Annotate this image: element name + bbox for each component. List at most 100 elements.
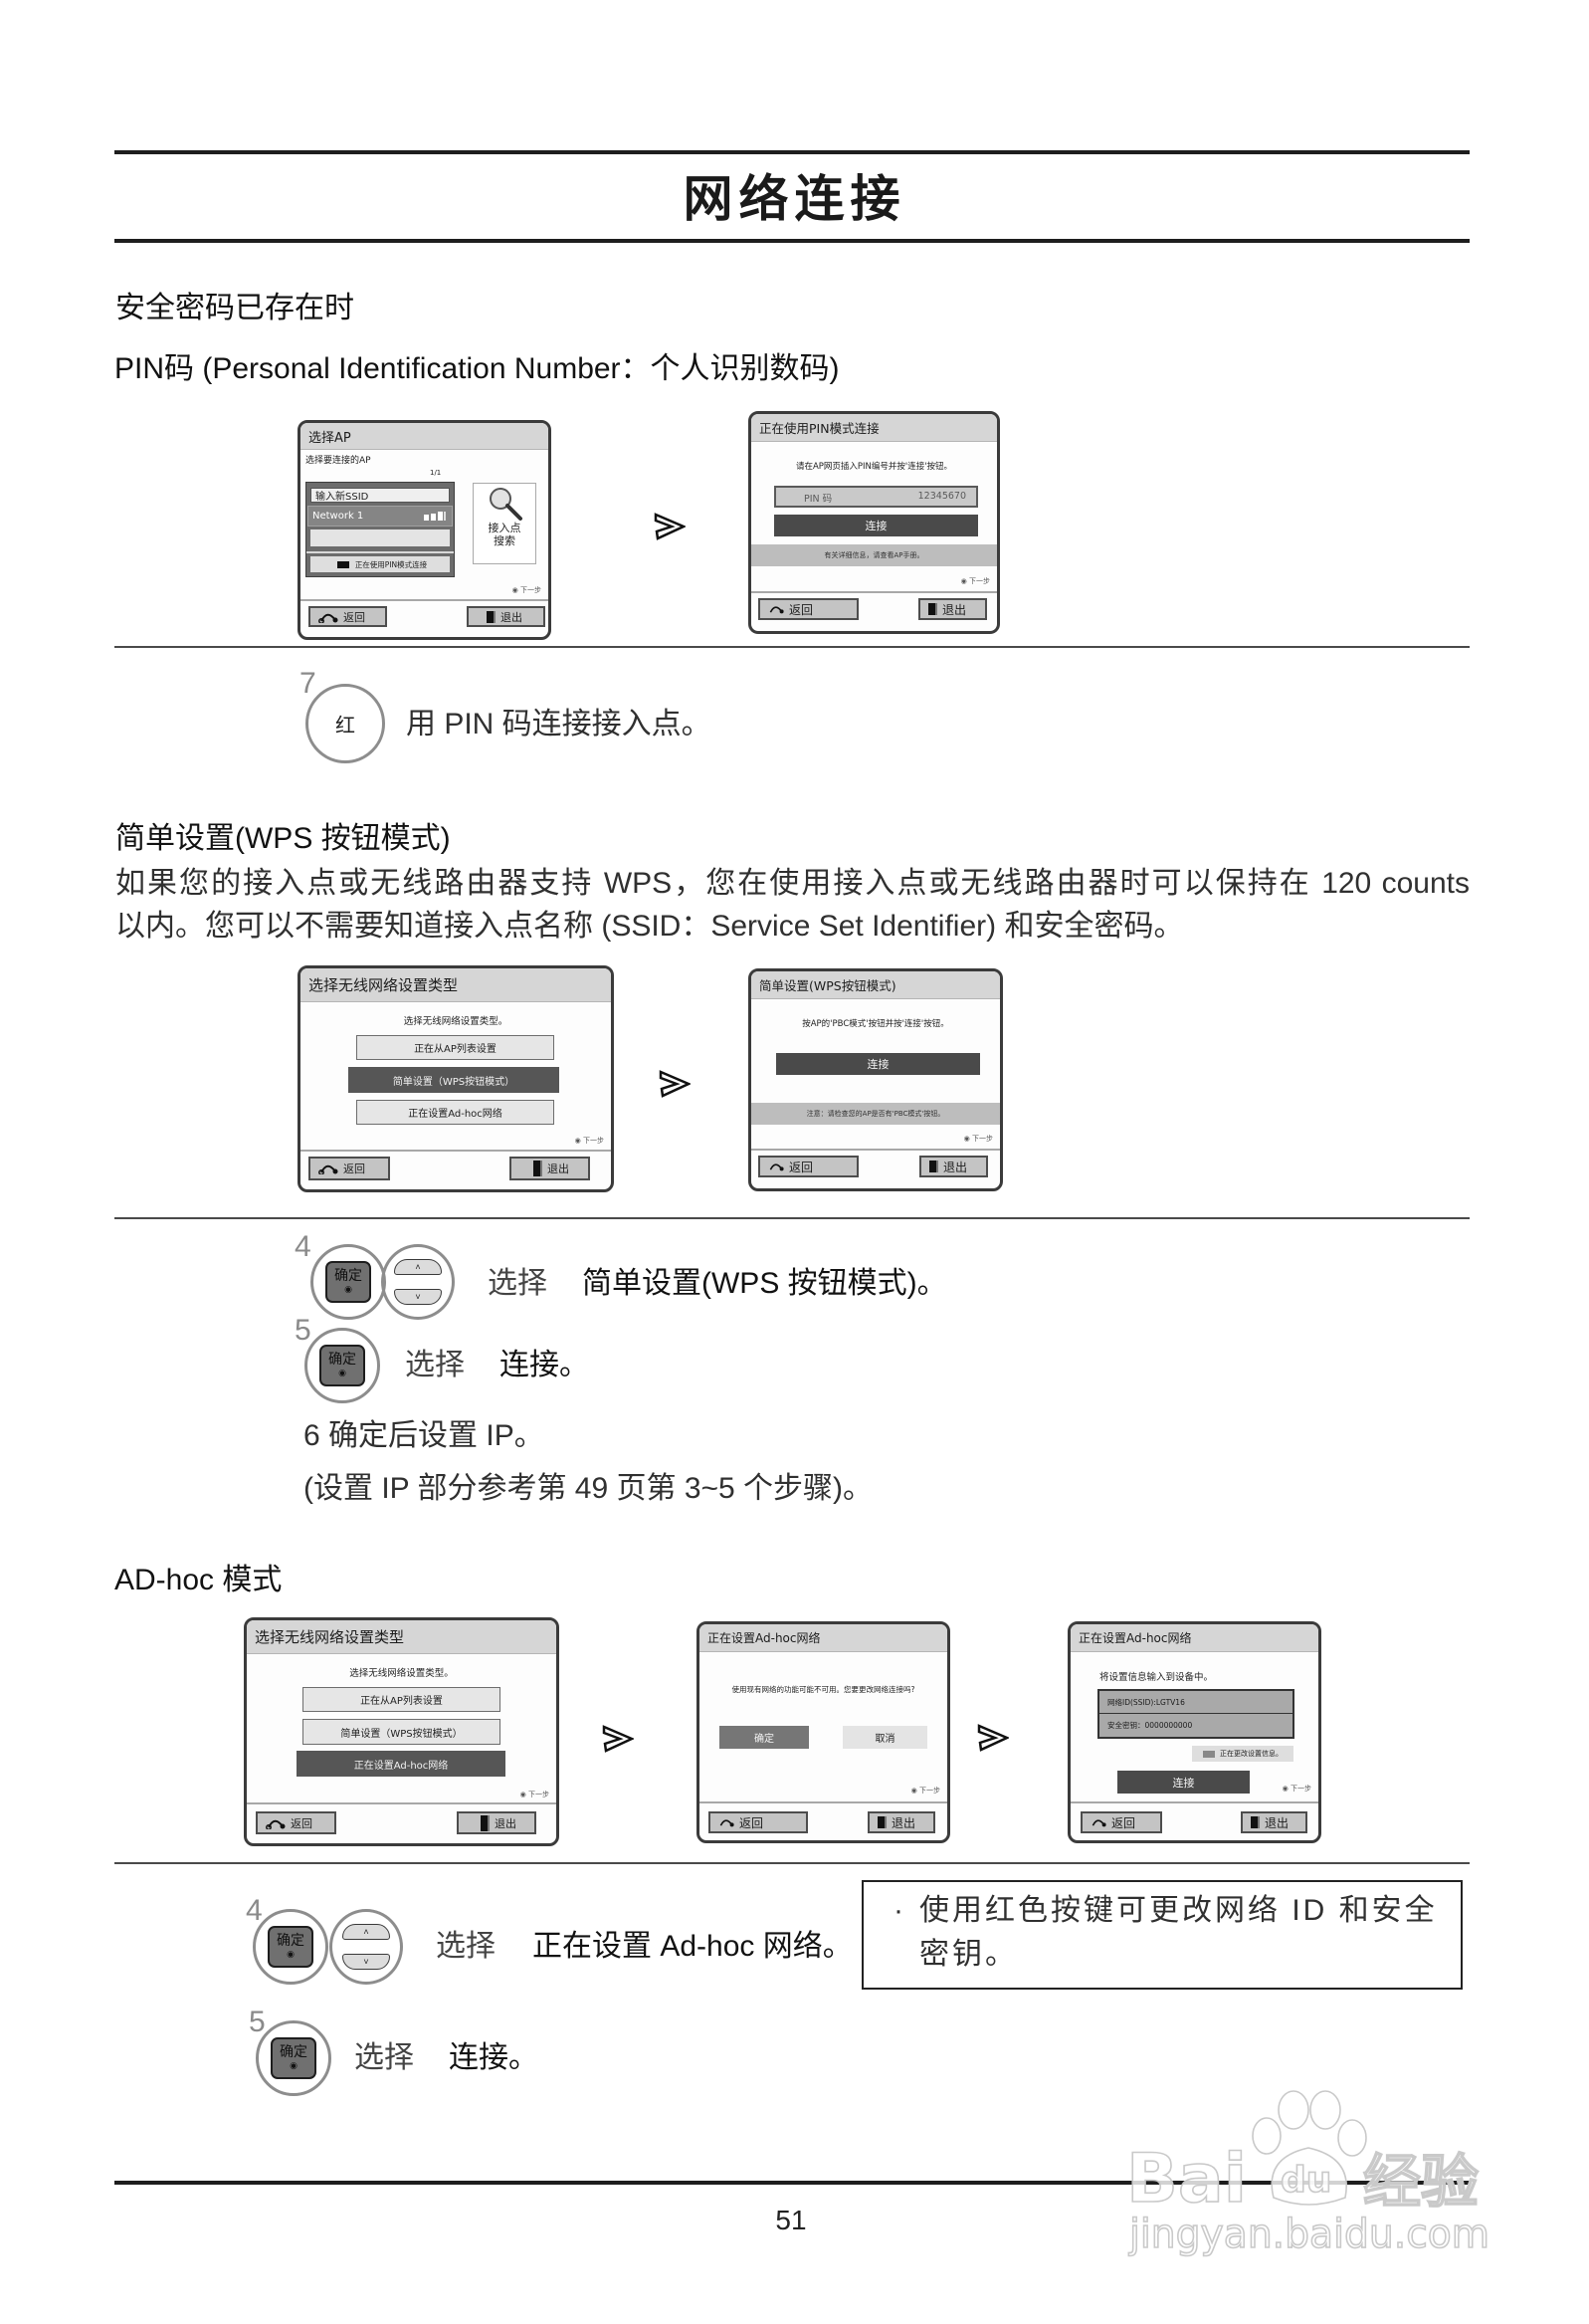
section-divider <box>114 1217 1470 1219</box>
back-button[interactable]: 返回 <box>708 1811 808 1833</box>
signal-strength-icon <box>424 512 446 521</box>
note-bullet: · <box>894 1894 903 1927</box>
exit-label: 退出 <box>500 610 522 624</box>
up-arrow-icon: ˄ <box>394 1259 442 1275</box>
up-down-key-ring: ˄ ˅ <box>329 1909 403 1985</box>
ok-key-dot-icon: ◉ <box>338 1369 346 1378</box>
paw-toe-icon <box>1337 2119 1367 2157</box>
step6-line-2: (设置 IP 部分参考第 49 页第 3~5 个步骤)。 <box>303 1472 874 1505</box>
watermark-brand-paw: du <box>1281 2160 1331 2201</box>
page-indicator: 1/1 <box>430 469 442 477</box>
network-id: 网络ID(SSID):LGTV16 <box>1107 1698 1185 1707</box>
confirm-cancel-button[interactable]: 取消 <box>843 1726 927 1749</box>
step4-verb: 选择 <box>436 1930 496 1963</box>
ap-search-label-1: 接入点 <box>488 522 521 534</box>
step-number: 4 <box>295 1230 311 1263</box>
step4-verb: 选择 <box>488 1267 547 1300</box>
ap-search-button[interactable]: 接入点 搜索 <box>473 483 536 564</box>
connect-button[interactable]: 连接 <box>776 1053 980 1075</box>
ap-list-item-network-1[interactable]: Network 1 <box>307 506 453 527</box>
exit-door-icon <box>487 610 496 623</box>
ap-list-item-new-ssid[interactable]: 输入新SSID <box>310 488 450 503</box>
screen-divider <box>247 1802 556 1804</box>
pin-section-subheading: PIN码 (Personal Identification Number：个人识… <box>114 352 840 385</box>
exit-label: 退出 <box>892 1815 916 1830</box>
chevron-right-icon <box>602 1725 634 1753</box>
exit-button[interactable]: 退出 <box>467 606 545 627</box>
back-label: 返回 <box>739 1815 764 1830</box>
ok-key-ring: 确定 ◉ <box>304 1328 380 1403</box>
screen-adhoc-info: 正在设置Ad-hoc网络 将设置信息输入到设备中。 网络ID(SSID):LGT… <box>1068 1621 1321 1843</box>
option-ap-list[interactable]: 正在从AP列表设置 <box>356 1035 554 1060</box>
back-label: 返回 <box>789 602 814 617</box>
pin-field: PIN 码 12345670 <box>774 486 978 508</box>
connect-button[interactable]: 连接 <box>1117 1771 1250 1794</box>
next-step-hint: ◉ 下一步 <box>1282 1785 1311 1793</box>
option-wps[interactable]: 简单设置（WPS按钮模式） <box>348 1067 559 1093</box>
confirm-ok-button[interactable]: 确定 <box>719 1726 809 1749</box>
step4-target: 正在设置 Ad-hoc 网络。 <box>532 1930 853 1963</box>
exit-button[interactable]: 退出 <box>1241 1811 1307 1833</box>
security-key: 安全密钥：0000000000 <box>1107 1721 1193 1730</box>
ok-key-label: 确定 <box>328 1352 356 1368</box>
watermark-brand-left: Bai <box>1126 2140 1247 2218</box>
option-adhoc[interactable]: 正在设置Ad-hoc网络 <box>356 1100 554 1125</box>
ok-key-ring: 确定 ◉ <box>253 1909 328 1985</box>
next-step-hint: ◉ 下一步 <box>574 1137 604 1145</box>
screen-prompt: 选择无线网络设置类型。 <box>403 1016 508 1027</box>
page-number: 51 <box>775 2205 807 2235</box>
ap-search-label-2: 搜索 <box>494 534 515 547</box>
exit-label: 退出 <box>547 1162 569 1175</box>
chevron-right-icon <box>659 1070 691 1098</box>
ap-list-item-empty[interactable] <box>310 529 450 546</box>
chevron-right-icon <box>654 513 686 540</box>
screen-select-network-type: 选择无线网络设置类型 选择无线网络设置类型。 正在从AP列表设置 简单设置（WP… <box>298 965 614 1192</box>
network-info-table: 网络ID(SSID):LGTV16 安全密钥：0000000000 <box>1097 1689 1294 1739</box>
back-button[interactable]: 返回 <box>1081 1811 1162 1833</box>
paw-toe-icon <box>1309 2090 1341 2130</box>
info-bar: 注意：请检查您的AP是否有'PBC模式'按钮。 <box>751 1103 1000 1125</box>
connect-button[interactable]: 连接 <box>774 515 978 536</box>
step5-target: 连接。 <box>499 1349 589 1381</box>
next-step-hint: ◉ 下一步 <box>519 1791 549 1798</box>
exit-button[interactable]: 退出 <box>918 598 987 620</box>
watermark-brand-right: 经验 <box>1363 2148 1479 2216</box>
back-arrow-icon <box>318 1164 338 1174</box>
back-arrow-icon <box>719 1819 734 1827</box>
screen-wps-connect: 简单设置(WPS按钮模式) 按AP的'PBC模式'按钮并按'连接'按钮。 连接 … <box>748 968 1003 1191</box>
exit-button[interactable]: 退出 <box>868 1811 935 1833</box>
step-number: 4 <box>246 1894 263 1927</box>
note-box: · 使用红色按键可更改网络 ID 和安全 密钥。 <box>862 1880 1463 1990</box>
screen-divider <box>751 591 997 593</box>
back-button[interactable]: 返回 <box>308 1157 390 1180</box>
red-key-icon <box>336 560 349 568</box>
red-key-label: 红 <box>335 713 355 738</box>
pin-section-heading: 安全密码已存在时 <box>115 292 354 324</box>
back-label: 返回 <box>343 1162 365 1175</box>
ok-key-dot-icon: ◉ <box>287 1950 295 1960</box>
exit-button[interactable]: 退出 <box>509 1157 590 1180</box>
change-settings-button[interactable]: 正在更改设置信息。 <box>1192 1746 1293 1762</box>
screen-title: 选择无线网络设置类型 <box>247 1620 556 1654</box>
exit-label: 退出 <box>495 1816 516 1830</box>
back-button[interactable]: 返回 <box>758 1156 859 1177</box>
pin-mode-button[interactable]: 正在使用PIN模式连接 <box>310 556 450 572</box>
down-arrow-icon: ˅ <box>394 1289 442 1305</box>
screen-title: 简单设置(WPS按钮模式) <box>751 971 1000 999</box>
option-adhoc[interactable]: 正在设置Ad-hoc网络 <box>297 1751 505 1777</box>
exit-button[interactable]: 退出 <box>919 1156 988 1177</box>
screen-prompt: 选择要连接的AP <box>305 456 371 466</box>
wps-paragraph-line-1: 如果您的接入点或无线路由器支持 WPS，您在使用接入点或无线路由器时可以保持在 … <box>115 867 1470 900</box>
option-wps[interactable]: 简单设置（WPS按钮模式） <box>302 1719 500 1745</box>
option-ap-list[interactable]: 正在从AP列表设置 <box>302 1687 500 1712</box>
step5-verb: 选择 <box>354 2041 414 2074</box>
exit-button[interactable]: 退出 <box>457 1811 536 1834</box>
back-button[interactable]: 返回 <box>758 598 859 620</box>
screen-title: 选择AP <box>300 423 548 450</box>
back-button[interactable]: 返回 <box>256 1811 336 1834</box>
back-button[interactable]: 返回 <box>308 606 387 627</box>
paw-toe-icon <box>1278 2090 1309 2130</box>
pin-value: 12345670 <box>917 491 966 502</box>
ap-list: 输入新SSID Network 1 正在使用PIN模式连接 <box>305 482 455 577</box>
pin-mode-label: 正在使用PIN模式连接 <box>354 559 428 569</box>
